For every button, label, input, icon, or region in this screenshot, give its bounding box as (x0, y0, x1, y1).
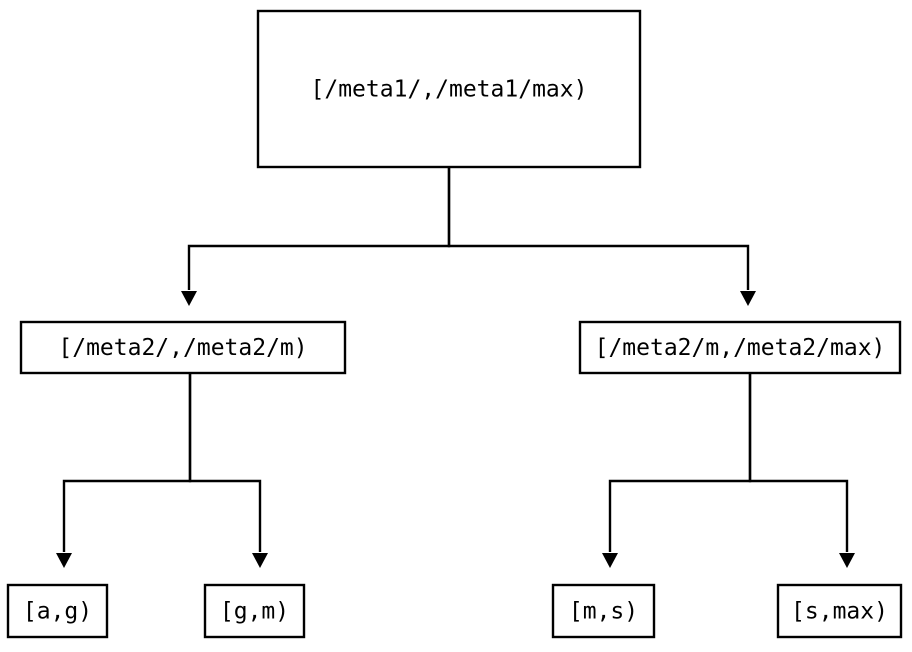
connector-line (447, 167, 750, 290)
connector-line (62, 373, 192, 552)
node-box[interactable] (578, 320, 902, 375)
arrow-head-icon (740, 291, 756, 306)
arrow-head-icon (252, 553, 268, 568)
tree-edge (748, 373, 855, 568)
node-label: [g,m) (220, 599, 289, 625)
node-box[interactable] (6, 583, 109, 639)
edges-layer (56, 167, 855, 568)
node-label: [s,max) (791, 599, 888, 625)
node-box[interactable] (203, 583, 306, 639)
node-label: [/meta1/,/meta1/max) (311, 77, 588, 103)
tree-node-leaf-gm[interactable]: [g,m) (203, 583, 306, 639)
node-label: [m,s) (569, 599, 638, 625)
tree-node-leaf-smax[interactable]: [s,max) (776, 583, 903, 639)
tree-node-l2-left[interactable]: [/meta2/,/meta2/m) (19, 320, 347, 375)
node-box[interactable] (551, 583, 656, 639)
node-box[interactable] (19, 320, 347, 375)
node-label: [/meta2/m,/meta2/max) (595, 335, 886, 361)
arrow-head-icon (602, 553, 618, 568)
connector-line (608, 373, 752, 552)
arrow-head-icon (56, 553, 72, 568)
tree-node-leaf-ag[interactable]: [a,g) (6, 583, 109, 639)
tree-edge (188, 373, 268, 568)
arrow-head-icon (181, 291, 197, 306)
connector-line (187, 167, 451, 290)
node-label: [/meta2/,/meta2/m) (58, 335, 307, 361)
tree-node-l2-right[interactable]: [/meta2/m,/meta2/max) (578, 320, 902, 375)
nodes-layer: [/meta1/,/meta1/max) [/meta2/,/meta2/m) [/… (6, 9, 903, 639)
node-box[interactable] (256, 9, 642, 169)
node-label: [a,g) (23, 599, 92, 625)
tree-node-leaf-ms[interactable]: [m,s) (551, 583, 656, 639)
tree-edge (602, 373, 752, 568)
tree-edge (447, 167, 756, 306)
tree-edge (181, 167, 451, 306)
connector-line (188, 373, 262, 552)
node-box[interactable] (776, 583, 903, 639)
connector-line (748, 373, 849, 552)
tree-edge (56, 373, 192, 568)
arrow-head-icon (839, 553, 855, 568)
tree-node-root[interactable]: [/meta1/,/meta1/max) (256, 9, 642, 169)
